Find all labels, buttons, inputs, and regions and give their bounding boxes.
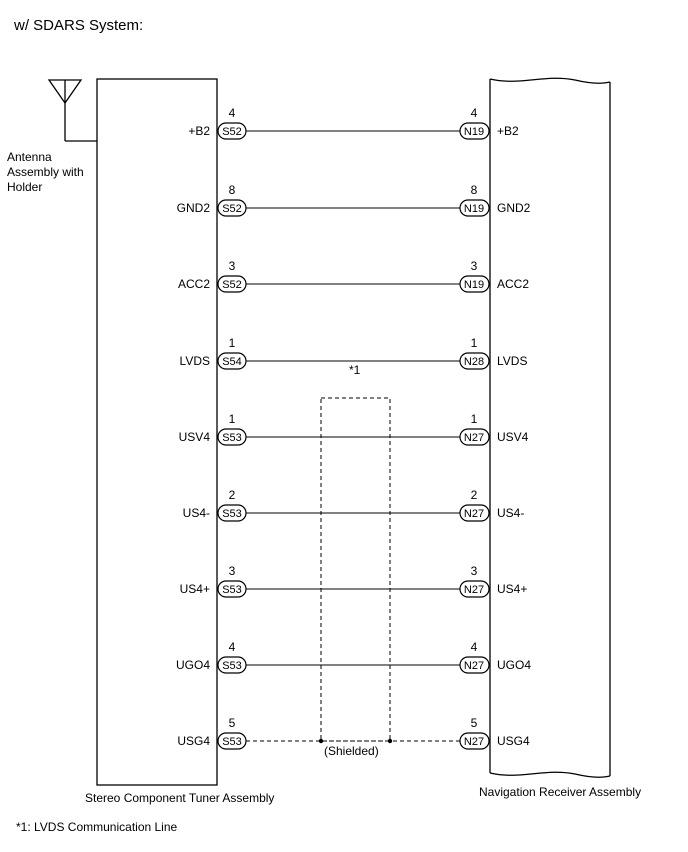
left-pin-number: 8 [229, 183, 236, 197]
shielded-label: (Shielded) [324, 744, 379, 758]
left-connector-code: S53 [222, 508, 242, 520]
antenna-label-line-2: Assembly with [7, 165, 84, 179]
left-connector-code: S52 [222, 126, 242, 138]
right-connector-code: N27 [464, 584, 484, 596]
right-terminal-name: USG4 [497, 734, 530, 748]
right-connector-code: N19 [464, 203, 484, 215]
right-connector-pill [459, 122, 490, 140]
right-terminal-name: +B2 [497, 124, 519, 138]
left-terminal-name: USG4 [177, 734, 210, 748]
left-terminal-name: +B2 [188, 124, 210, 138]
antenna-label-line-3: Holder [7, 180, 42, 194]
left-terminal-name: GND2 [177, 201, 211, 215]
page-title: w/ SDARS System: [13, 17, 143, 34]
right-connector-code: N19 [464, 279, 484, 291]
left-connector-code: S53 [222, 660, 242, 672]
right-terminal-name: ACC2 [497, 277, 529, 291]
left-pin-number: 2 [229, 488, 236, 502]
right-connector-code: N27 [464, 660, 484, 672]
left-terminal-name: LVDS [180, 354, 210, 368]
left-pin-number: 1 [229, 412, 236, 426]
right-pin-number: 4 [471, 640, 478, 654]
right-terminal-name: GND2 [497, 201, 531, 215]
right-pin-number: 8 [471, 183, 478, 197]
lvds-marker: *1 [349, 363, 361, 377]
left-connector-pill [217, 352, 247, 370]
right-connector-code: N28 [464, 356, 484, 368]
right-terminal-name: US4+ [497, 582, 527, 596]
right-pin-number: 2 [471, 488, 478, 502]
right-connector-pill [459, 656, 490, 674]
navigation-receiver-box [489, 77, 611, 778]
left-pin-number: 3 [229, 259, 236, 273]
right-connector-code: N27 [464, 432, 484, 444]
right-terminal-name: LVDS [497, 354, 527, 368]
right-terminal-name: US4- [497, 506, 524, 520]
right-connector-pill [459, 580, 490, 598]
left-connector-pill [217, 275, 247, 293]
left-connector-code: S53 [222, 736, 242, 748]
footnote: *1: LVDS Communication Line [16, 820, 178, 834]
left-connector-pill [217, 580, 247, 598]
right-connector-code: N27 [464, 736, 484, 748]
left-connector-pill [217, 428, 247, 446]
right-pin-number: 1 [471, 336, 478, 350]
left-pin-number: 5 [229, 716, 236, 730]
left-terminal-name: US4- [183, 506, 210, 520]
right-connector-pill [459, 275, 490, 293]
left-terminal-name: USV4 [179, 430, 211, 444]
right-connector-pill [459, 732, 490, 750]
left-terminal-name: US4+ [180, 582, 210, 596]
left-pin-number: 4 [229, 640, 236, 654]
left-connector-pill [217, 656, 247, 674]
stereo-component-tuner-box [96, 78, 218, 786]
left-terminal-name: UGO4 [176, 658, 210, 672]
left-connector-pill [217, 732, 247, 750]
left-terminal-name: ACC2 [178, 277, 210, 291]
wire-row: S52 N19 4 4 +B2 +B2 [188, 106, 519, 140]
left-pin-number: 4 [229, 106, 236, 120]
right-pin-number: 1 [471, 412, 478, 426]
left-connector-code: S53 [222, 432, 242, 444]
left-connector-pill [217, 199, 247, 217]
right-terminal-name: USV4 [497, 430, 529, 444]
left-component-name: Stereo Component Tuner Assembly [85, 791, 274, 805]
right-connector-pill [459, 199, 490, 217]
shield-junction-left [318, 738, 324, 744]
right-connector-pill [459, 504, 490, 522]
right-pin-number: 3 [471, 259, 478, 273]
right-component-name: Navigation Receiver Assembly [479, 785, 641, 799]
shield-enclosure [320, 397, 391, 742]
left-connector-code: S54 [222, 356, 242, 368]
left-connector-code: S52 [222, 203, 242, 215]
right-pin-number: 4 [471, 106, 478, 120]
left-pin-number: 1 [229, 336, 236, 350]
left-connector-pill [217, 122, 247, 140]
left-connector-pill [217, 504, 247, 522]
right-connector-code: N19 [464, 126, 484, 138]
right-pin-number: 5 [471, 716, 478, 730]
left-pin-number: 3 [229, 564, 236, 578]
right-pin-number: 3 [471, 564, 478, 578]
left-connector-code: S52 [222, 279, 242, 291]
left-connector-code: S53 [222, 584, 242, 596]
right-connector-code: N27 [464, 508, 484, 520]
antenna-label-line-1: Antenna [7, 150, 52, 164]
antenna-icon [47, 79, 97, 142]
right-terminal-name: UGO4 [497, 658, 531, 672]
right-connector-pill [459, 428, 490, 446]
right-connector-pill [459, 352, 490, 370]
